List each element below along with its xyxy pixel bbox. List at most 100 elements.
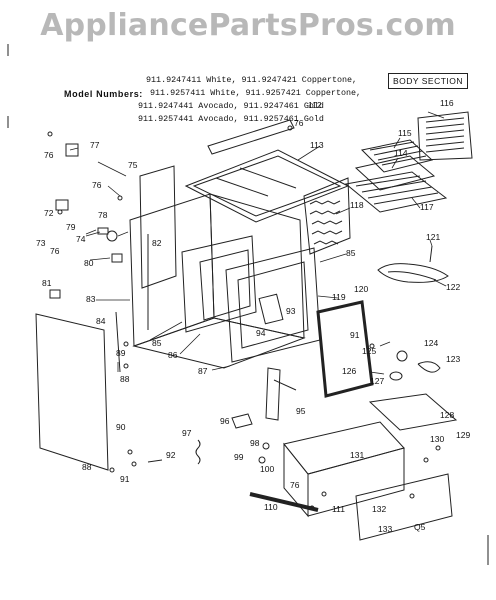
model-line-3: 911.9247441 Avocado, 911.9247461 Gold [138, 101, 324, 111]
callout-82: 82 [152, 238, 162, 248]
part-door-hinge [265, 367, 297, 421]
callout-119: 119 [332, 292, 346, 302]
callout-110: 110 [264, 502, 278, 512]
part-oven-body [129, 193, 306, 369]
part-broiler-pan [354, 155, 436, 191]
part-storage-drawer [283, 421, 405, 518]
callout-79: 79 [66, 222, 76, 232]
part-trim-strip [115, 311, 121, 373]
section-title: BODY SECTION [388, 73, 468, 89]
model-line-4: 911.9257441 Avocado, 911.9257461 Gold [138, 114, 324, 124]
callout-123: 123 [446, 354, 460, 364]
part-oven-rack [344, 171, 448, 213]
callout-111: 111 [332, 504, 345, 514]
callout-118: 118 [350, 200, 364, 210]
callout-95: 95 [296, 406, 306, 416]
callout-76: 76 [44, 150, 54, 160]
callout-89: 89 [116, 348, 126, 358]
callout-87: 87 [198, 366, 208, 376]
callout-114: 114 [394, 148, 408, 158]
model-line-2: 911.9257411 White, 911.9257421 Copperton… [150, 88, 362, 98]
part-clip [417, 361, 441, 373]
callout-130: 130 [430, 434, 444, 444]
callout-97: 97 [182, 428, 192, 438]
callout-128: 128 [440, 410, 454, 420]
callout-113: 113 [310, 140, 324, 150]
callout-74: 74 [76, 234, 86, 244]
callout-88: 88 [82, 462, 92, 472]
callout-94: 94 [256, 328, 266, 338]
part-small-bracket [49, 289, 61, 299]
callout-76: 76 [92, 180, 102, 190]
callout-92: 92 [166, 450, 176, 460]
callout-labels: 72 73 74 75 76 76 76 76 76 77 78 79 80 8… [36, 98, 470, 534]
callout-133: 133 [378, 524, 392, 534]
callout-125: 125 [362, 346, 376, 356]
callout-76: 76 [294, 118, 304, 128]
part-deflector [368, 393, 458, 431]
part-spring [195, 439, 201, 465]
part-insulation-blanket [303, 177, 351, 255]
callout-127: 127 [370, 376, 384, 386]
callout-84: 84 [96, 316, 106, 326]
callout-99: 99 [234, 452, 244, 462]
callout-86: 86 [168, 350, 178, 360]
part-screw [147, 459, 163, 463]
callout-93: 93 [286, 306, 296, 316]
callout-131: 131 [350, 450, 364, 460]
model-numbers-block: Model Numbers: 911.9247411 White, 911.92… [58, 73, 388, 133]
callout-112: 112 [308, 100, 322, 110]
part-broiler-grid [360, 139, 434, 173]
callout-83: 83 [86, 294, 96, 304]
callout-90: 90 [116, 422, 126, 432]
callout-85: 85 [152, 338, 162, 348]
part-oven-liner-top [417, 111, 473, 161]
callout-100: 100 [260, 464, 274, 474]
leader-lines [69, 111, 447, 375]
callout-132: 132 [372, 504, 386, 514]
callout-129: 129 [456, 430, 470, 440]
callout-q5: Q5 [414, 522, 426, 532]
model-line-1: 911.9247411 White, 911.9247421 Copperton… [146, 75, 358, 85]
callout-115: 115 [398, 128, 412, 138]
callout-76: 76 [290, 480, 300, 490]
callout-72: 72 [44, 208, 54, 218]
callout-126: 126 [342, 366, 356, 376]
callout-75: 75 [128, 160, 138, 170]
callout-85: 85 [346, 248, 356, 258]
part-drawer-slide [249, 492, 319, 512]
part-door-gasket [316, 300, 374, 398]
part-rear-panel [139, 165, 177, 289]
callout-120: 120 [354, 284, 368, 294]
callout-88: 88 [120, 374, 130, 384]
callout-96: 96 [220, 416, 230, 426]
model-numbers-label: Model Numbers: [64, 89, 143, 99]
callout-98: 98 [250, 438, 260, 448]
part-screw [429, 245, 433, 263]
part-lamp [389, 371, 403, 381]
callout-116: 116 [440, 98, 454, 108]
callout-124: 124 [424, 338, 438, 348]
watermark-text: AppliancePartsPros.com [40, 8, 456, 43]
part-side-panel [35, 313, 109, 471]
callout-73: 73 [36, 238, 46, 248]
part-oven-cavity [181, 235, 257, 333]
callout-117: 117 [420, 202, 434, 212]
callout-122: 122 [446, 282, 460, 292]
part-hinge-bracket [231, 413, 253, 429]
part-bake-element [377, 263, 449, 283]
callout-80: 80 [84, 258, 94, 268]
callout-91: 91 [350, 330, 360, 340]
callout-81: 81 [42, 278, 52, 288]
callout-121: 121 [426, 232, 440, 242]
part-drawer-front [355, 473, 453, 541]
callout-91: 91 [120, 474, 130, 484]
callout-78: 78 [98, 210, 108, 220]
part-hardware-set [47, 125, 441, 511]
callout-76: 76 [50, 246, 60, 256]
part-vent-trim [207, 119, 295, 155]
part-knob [396, 350, 408, 362]
part-oven-door-frame [225, 247, 321, 363]
callout-77: 77 [90, 140, 100, 150]
